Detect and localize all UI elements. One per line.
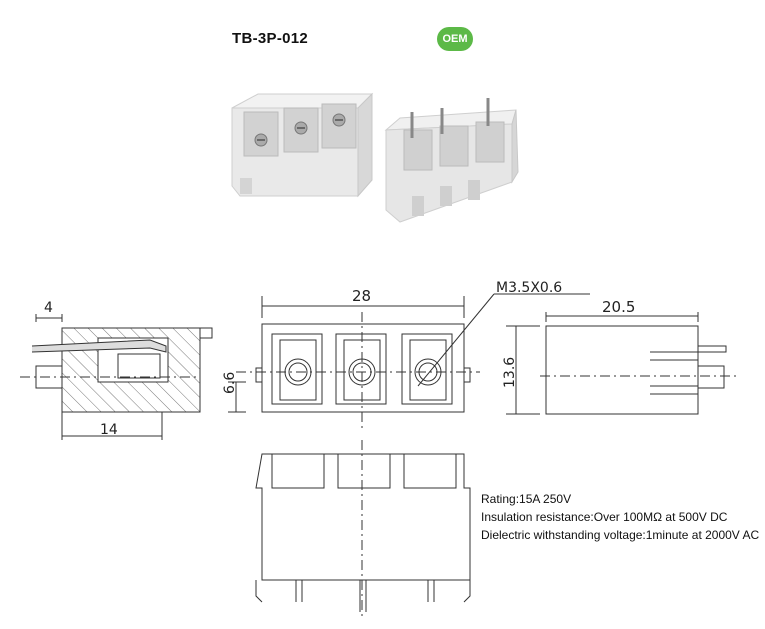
dim-screw-label: M3.5X0.6 — [496, 280, 562, 296]
spec-insulation: Insulation resistance:Over 100MΩ at 500V… — [481, 510, 728, 524]
spec-rating: Rating:15A 250V — [481, 492, 572, 506]
spec-dielectric: Dielectric withstanding voltage:1minute … — [481, 528, 760, 542]
right-side-view — [506, 312, 740, 415]
product-photo-front — [231, 92, 374, 198]
oem-badge: OEM — [437, 27, 473, 51]
dim-width-label: 28 — [352, 287, 371, 305]
bottom-view — [255, 440, 471, 620]
dim-depth-label: 14 — [100, 422, 118, 438]
front-view — [228, 293, 590, 430]
dim-height-label: 13.6 — [502, 357, 518, 388]
side-section-view — [20, 314, 213, 440]
product-photo-rear — [384, 98, 519, 223]
dim-height-small-label: 6.6 — [222, 372, 238, 394]
model-title: TB-3P-012 — [232, 30, 309, 47]
specifications: Rating:15A 250V Insulation resistance:Ov… — [481, 490, 759, 544]
dim-length-label: 20.5 — [602, 298, 635, 316]
dim-pitch-label: 4 — [44, 300, 53, 316]
